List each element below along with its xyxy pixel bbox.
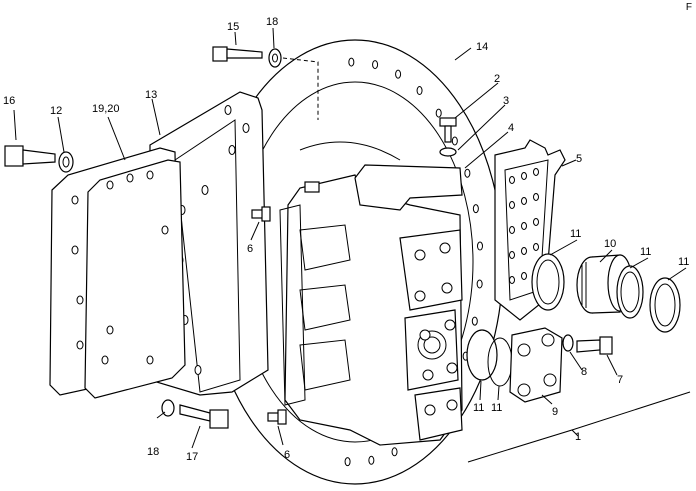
callout-labels: 1 2 3 4 5 6 6 7 8 9 10 11 11 11 11 11 12… bbox=[3, 16, 689, 463]
callout-14: 14 bbox=[476, 41, 488, 53]
bolt-hole bbox=[106, 180, 114, 190]
bolt-hole bbox=[476, 279, 483, 289]
bolt-hole bbox=[521, 172, 527, 180]
bolt-hole bbox=[76, 295, 84, 305]
bolt-hole bbox=[533, 193, 539, 201]
bolt-hole bbox=[472, 204, 479, 214]
callout-1: 1 bbox=[575, 431, 581, 443]
bolt-hole bbox=[509, 251, 515, 259]
callout-9: 9 bbox=[552, 406, 558, 418]
bolt-hole bbox=[509, 176, 515, 184]
bolt-hole bbox=[435, 108, 442, 118]
bolt-hole bbox=[395, 69, 402, 79]
bolt-hole bbox=[194, 365, 202, 375]
callout-4: 4 bbox=[508, 122, 514, 134]
bolt-hole bbox=[476, 241, 483, 251]
callout-11d: 11 bbox=[473, 402, 484, 414]
bolt-hole bbox=[439, 242, 451, 254]
bolt-hole bbox=[451, 136, 458, 146]
callout-15: 15 bbox=[227, 21, 239, 33]
callout-12: 12 bbox=[50, 105, 62, 117]
callout-5: 5 bbox=[576, 153, 582, 165]
callout-18-lower: 18 bbox=[147, 446, 159, 458]
bolt-hole bbox=[224, 105, 232, 115]
brake-pad bbox=[494, 139, 566, 321]
bolt-hole bbox=[446, 399, 458, 411]
bolt-hole bbox=[509, 201, 515, 209]
callout-16: 16 bbox=[3, 95, 15, 107]
bolt-hole bbox=[416, 86, 423, 96]
bolt-hole bbox=[471, 316, 478, 326]
bolt-hole bbox=[146, 355, 154, 365]
callout-19-20: 19,20 bbox=[92, 103, 120, 115]
bolt-hole bbox=[521, 247, 527, 255]
bolt-hole bbox=[533, 168, 539, 176]
bolt-hole bbox=[509, 276, 515, 284]
bolt-hole bbox=[106, 325, 114, 335]
callout-11e: 11 bbox=[491, 402, 502, 414]
bolt-hole bbox=[464, 168, 471, 178]
bolt-hole bbox=[441, 282, 453, 294]
upper-bolt-and-washer bbox=[212, 46, 319, 120]
callout-7: 7 bbox=[617, 374, 623, 386]
callout-11c: 11 bbox=[678, 256, 689, 268]
bolt-hole bbox=[161, 225, 169, 235]
lower-bolt-and-washer bbox=[161, 399, 229, 429]
bolt-hole bbox=[414, 290, 426, 302]
bolt-hole bbox=[533, 243, 539, 251]
callout-10: 10 bbox=[604, 238, 616, 250]
bolt-hole bbox=[146, 170, 154, 180]
bolt-hole bbox=[201, 185, 209, 195]
bolt-hole bbox=[419, 329, 431, 341]
bolt-hole bbox=[422, 369, 434, 381]
bolt-hole bbox=[71, 245, 79, 255]
bolt-hole bbox=[509, 226, 515, 234]
bolt-hole bbox=[76, 340, 84, 350]
bolt-hole bbox=[368, 455, 375, 465]
bolt-hole bbox=[521, 197, 527, 205]
callout-11a: 11 bbox=[570, 228, 581, 240]
callout-6-lower: 6 bbox=[284, 449, 290, 461]
seal-rings bbox=[466, 253, 681, 387]
bleed-plate bbox=[509, 327, 563, 403]
bolt-hole bbox=[391, 447, 398, 457]
callout-13: 13 bbox=[145, 89, 157, 101]
bleed-nipple-upper bbox=[251, 206, 271, 222]
bleed-nipple-lower bbox=[267, 409, 287, 425]
bolt-hole bbox=[446, 362, 458, 374]
callout-8: 8 bbox=[581, 366, 587, 378]
corner-mark: F bbox=[685, 2, 692, 13]
bolt-hole bbox=[533, 218, 539, 226]
bolt-hole bbox=[242, 123, 250, 133]
callout-11b: 11 bbox=[640, 246, 651, 258]
bolt-hole bbox=[444, 319, 456, 331]
bolt-hole bbox=[228, 145, 236, 155]
bolt-hole bbox=[101, 355, 109, 365]
bolt-hole bbox=[521, 272, 527, 280]
callout-2: 2 bbox=[494, 73, 500, 85]
caliper-housing bbox=[279, 164, 463, 446]
bolt-hole bbox=[414, 249, 426, 261]
bolt-hole bbox=[71, 195, 79, 205]
left-bolt-and-washer bbox=[4, 145, 74, 173]
callout-17: 17 bbox=[186, 451, 198, 463]
callout-6-upper: 6 bbox=[247, 243, 253, 255]
washer-and-bolt bbox=[562, 334, 613, 355]
bolt-hole bbox=[126, 173, 134, 183]
leader-lines bbox=[13, 27, 687, 449]
callout-3: 3 bbox=[503, 95, 509, 107]
bolt-hole bbox=[424, 404, 436, 416]
shim-plates bbox=[49, 147, 186, 399]
bolt-hole bbox=[348, 57, 355, 67]
top-bolt-and-washer bbox=[439, 117, 457, 157]
callout-18-upper: 18 bbox=[266, 16, 278, 28]
bolt-hole bbox=[372, 60, 379, 70]
bolt-hole bbox=[521, 222, 527, 230]
bolt-hole bbox=[344, 457, 351, 467]
